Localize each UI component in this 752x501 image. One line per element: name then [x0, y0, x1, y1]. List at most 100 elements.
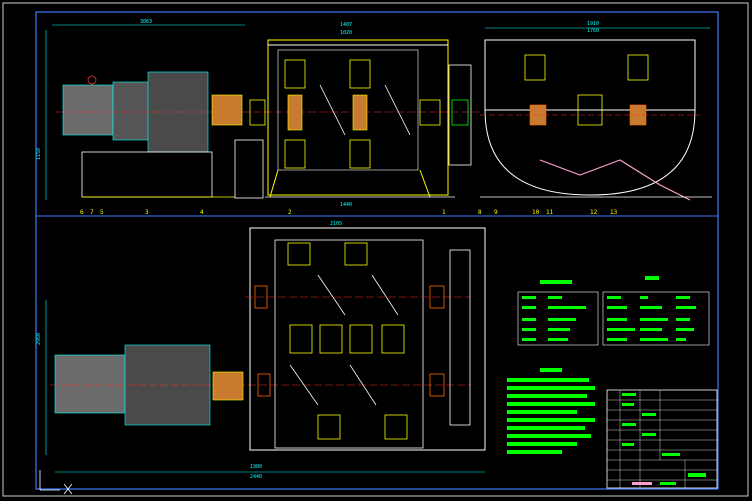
- tb-fill-10: [632, 482, 652, 485]
- spec-row-l2b: [548, 306, 586, 309]
- item-label-3: 3: [145, 209, 149, 216]
- plan-chain-guard: [449, 249, 471, 426]
- spec-row-r2c: [676, 306, 696, 309]
- plan-tank-outer: [249, 227, 486, 451]
- spec-row-r1b: [640, 296, 648, 299]
- title-block: [606, 389, 718, 489]
- leg-right: [419, 169, 431, 198]
- plan-blade-4: [349, 364, 377, 406]
- spec-row-r2: [607, 306, 627, 309]
- plan-paddle-4: [319, 324, 343, 354]
- agitator-paddle-4: [349, 139, 371, 169]
- discharge-lever: [539, 159, 691, 201]
- dim-text-left-height: 1158: [36, 148, 42, 160]
- side-paddle-3: [577, 94, 603, 126]
- plan-bearing-4: [429, 373, 445, 397]
- plan-paddle-5: [349, 324, 373, 354]
- spec-title-right: [645, 276, 659, 280]
- ucs-x-mark: [63, 483, 73, 495]
- spec-row-l5: [522, 338, 536, 341]
- tb-fill-6: [622, 443, 634, 446]
- plan-bearing-3: [257, 373, 271, 397]
- plan-paddle-1: [287, 242, 311, 266]
- plan-bearing-1: [254, 285, 268, 309]
- plan-paddle-6: [381, 324, 405, 354]
- spec-row-r4c: [676, 328, 694, 331]
- side-paddle-2: [627, 54, 649, 81]
- dim-text-plan-width: 2105: [330, 221, 342, 227]
- item-label-7: 7: [90, 209, 94, 216]
- item-label-8: 8: [478, 209, 482, 216]
- agitator-paddle-1: [284, 59, 306, 89]
- plan-view: 2960 2105 1980 2440: [36, 221, 486, 480]
- motor-body: [62, 84, 114, 136]
- item-label-13: 13: [610, 209, 618, 216]
- plan-paddle-8: [384, 414, 408, 440]
- spec-row-r2b: [640, 306, 662, 309]
- tank-front: [267, 39, 449, 196]
- plan-coupling: [212, 371, 244, 401]
- notes-line-6: [507, 418, 595, 422]
- side-tank-top: [484, 39, 696, 111]
- spec-row-l1: [522, 296, 536, 299]
- item-label-1: 1: [442, 209, 446, 216]
- side-tank-bowl: [484, 109, 696, 196]
- tb-fill-5: [642, 433, 656, 436]
- chain-sprocket: [451, 99, 469, 126]
- agitator-paddle-2: [349, 59, 371, 89]
- base-pedestal: [234, 139, 264, 199]
- title-block-frame: [606, 389, 718, 489]
- notes-line-2: [507, 386, 595, 390]
- tb-fill-2: [622, 403, 634, 406]
- spec-tables: [517, 276, 710, 346]
- agitator-paddle-3: [284, 139, 306, 169]
- spec-row-r4b: [640, 328, 662, 331]
- gearbox-body: [112, 81, 154, 141]
- spec-row-r1: [607, 296, 621, 299]
- agitator-blade-1: [319, 84, 346, 136]
- dim-text-top-mid: 1407: [340, 22, 352, 28]
- tb-fill-7: [662, 453, 680, 456]
- plan-blade-1: [317, 274, 346, 316]
- notes-line-5: [507, 410, 577, 414]
- spec-table-left: [517, 291, 599, 346]
- spec-row-l3b: [548, 318, 576, 321]
- spec-row-l5b: [548, 338, 568, 341]
- item-label-6: 6: [80, 209, 84, 216]
- dim-text-plan-left: 2960: [36, 333, 42, 345]
- notes-line-9: [507, 442, 577, 446]
- dim-text-top-left: 3063: [140, 19, 152, 25]
- dim-text-bottom-mid: 1440: [340, 202, 352, 208]
- dim-text-plan-bottom1: 1980: [250, 464, 262, 470]
- spec-row-r5c: [676, 338, 686, 341]
- spec-row-r3: [607, 318, 627, 321]
- notes-title: [540, 368, 562, 372]
- chain-guard: [448, 64, 472, 166]
- item-label-5: 5: [100, 209, 104, 216]
- leg-left: [269, 169, 279, 198]
- base-frame: [81, 151, 213, 198]
- spec-row-r5: [607, 338, 627, 341]
- notes-line-1: [507, 378, 589, 382]
- front-elevation-view: 3063 1158 1407 1020 1440: [36, 19, 480, 216]
- spec-row-l2: [522, 306, 536, 309]
- spec-row-l4: [522, 328, 536, 331]
- item-label-9: 9: [494, 209, 498, 216]
- coupling: [211, 94, 243, 126]
- plan-paddle-2: [344, 242, 368, 266]
- dim-text-top-right: 1910: [587, 21, 599, 27]
- plan-bearing-2: [429, 285, 445, 309]
- spec-row-r3c: [676, 318, 690, 321]
- tb-fill-8: [688, 473, 706, 477]
- dim-text-top-right2: 1760: [587, 28, 599, 34]
- spec-row-l4b: [548, 328, 570, 331]
- plan-motor: [54, 354, 126, 414]
- spec-row-r4: [607, 328, 635, 331]
- tb-fill-9: [660, 482, 676, 485]
- notes-line-4: [507, 402, 595, 406]
- dim-text-top-mid2: 1020: [340, 30, 352, 36]
- agitator-blade-2: [384, 84, 411, 136]
- spec-title-left: [540, 280, 572, 284]
